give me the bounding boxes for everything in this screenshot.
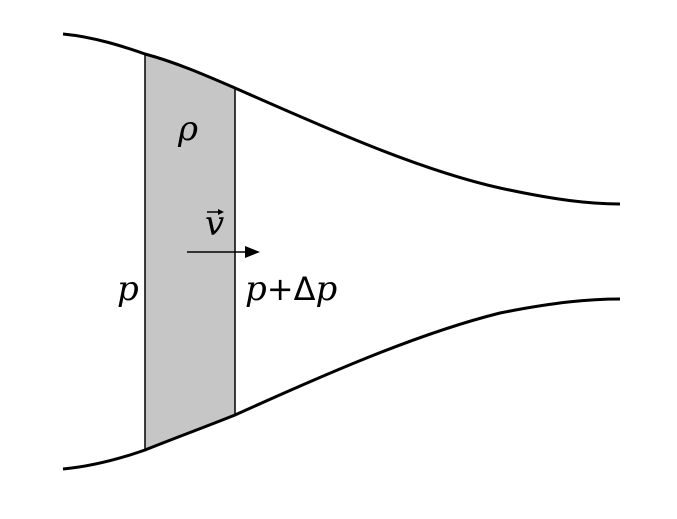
lower-tube-wall [62,297,621,471]
upper-tube-wall [62,32,621,206]
velocity-label: v [205,204,224,244]
pressure-right-label: p+Δp [245,269,337,309]
velocity-vector-mark-head [218,209,224,215]
pressure-left-label: p [117,269,139,309]
velocity-arrow-head [245,246,260,258]
pressure-right-plus-delta: +Δ [267,270,316,308]
pressure-right-p2: p [315,269,337,309]
pressure-right-p: p [245,269,267,309]
density-label: ρ [177,109,198,149]
